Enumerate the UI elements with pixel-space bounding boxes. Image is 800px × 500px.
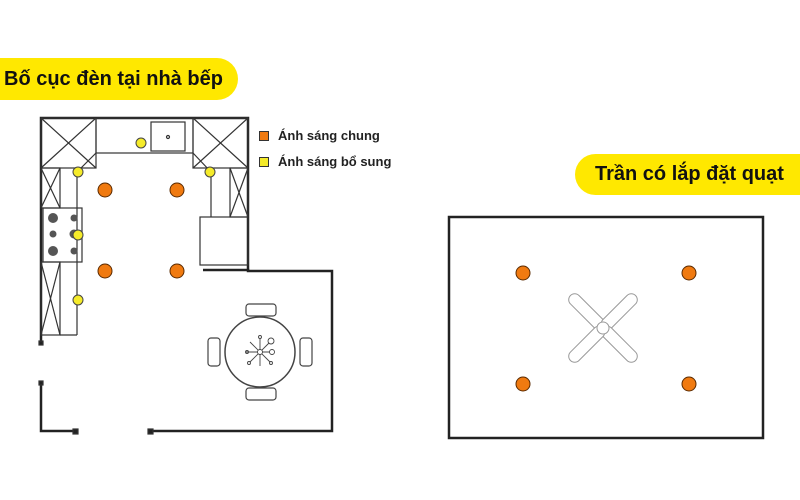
corner-cabinet-right bbox=[192, 117, 249, 169]
ceiling-fan-icon bbox=[568, 293, 638, 363]
orange-swatch-icon bbox=[259, 130, 269, 141]
legend-general-light: Ánh sáng chung bbox=[259, 128, 380, 143]
supplementary-light bbox=[72, 229, 84, 241]
supplementary-light bbox=[204, 166, 216, 178]
supplementary-light bbox=[135, 137, 147, 149]
general-light bbox=[515, 376, 531, 392]
fan-ceiling-title-text: Trần có lắp đặt quạt bbox=[595, 163, 784, 185]
general-light bbox=[681, 376, 697, 392]
supplementary-lights bbox=[72, 137, 216, 306]
kitchen-layout-title-text: Bố cục đèn tại nhà bếp bbox=[4, 67, 223, 90]
top-counter bbox=[95, 117, 194, 154]
dining-table bbox=[207, 303, 313, 401]
general-light bbox=[97, 263, 113, 279]
fridge bbox=[199, 216, 249, 266]
room-outline bbox=[447, 215, 765, 440]
legend-label: Ánh sáng chung bbox=[278, 128, 380, 143]
fan-ceiling-plan bbox=[447, 215, 765, 440]
chandelier-icon bbox=[245, 335, 275, 366]
kitchen-layout-title: Bố cục đèn tại nhà bếp bbox=[0, 58, 238, 100]
general-light bbox=[169, 182, 185, 198]
yellow-swatch-icon bbox=[259, 156, 269, 167]
legend-label: Ánh sáng bổ sung bbox=[278, 154, 392, 169]
general-light bbox=[681, 265, 697, 281]
general-light bbox=[515, 265, 531, 281]
general-light bbox=[169, 263, 185, 279]
fan-ceiling-title: Trần có lắp đặt quạt bbox=[575, 154, 800, 195]
kitchen-plan bbox=[38, 116, 334, 435]
stove bbox=[42, 207, 83, 263]
general-light bbox=[97, 182, 113, 198]
supplementary-light bbox=[72, 294, 84, 306]
general-lights bbox=[97, 182, 185, 279]
sink bbox=[150, 121, 186, 152]
supplementary-light bbox=[72, 166, 84, 178]
legend-supplementary-light: Ánh sáng bổ sung bbox=[259, 154, 391, 169]
